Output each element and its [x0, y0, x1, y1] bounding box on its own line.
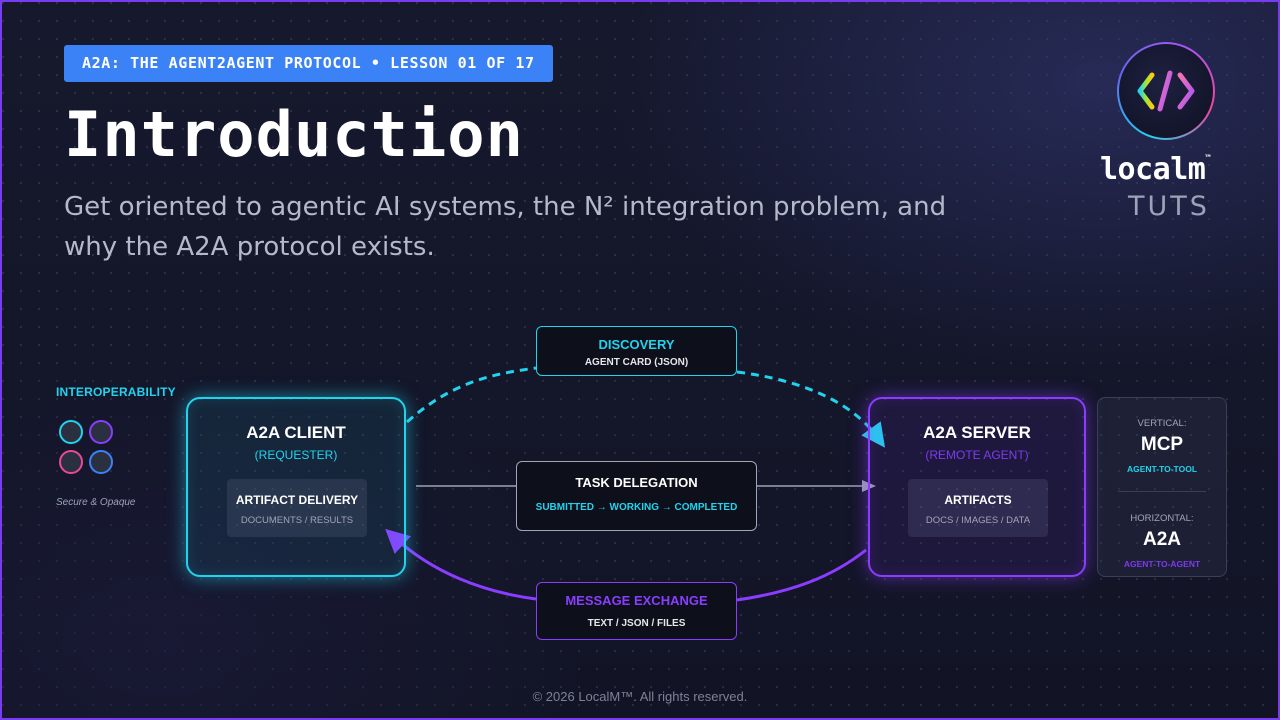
- discovery-pill: DISCOVERY AGENT CARD (JSON): [536, 326, 737, 376]
- message-arrow-left: [385, 528, 537, 601]
- protocol-comparison-panel: VERTICAL: MCP AGENT-TO-TOOL HORIZONTAL: …: [1097, 397, 1227, 577]
- artifact-delivery-card: ARTIFACT DELIVERY DOCUMENTS / RESULTS: [227, 479, 367, 537]
- horizontal-value: A2A: [1142, 529, 1181, 550]
- interop-label: INTEROPERABILITY: [56, 385, 176, 399]
- message-arrow-right: [736, 548, 867, 602]
- footer-copyright: © 2026 LocalM™. All rights reserved.: [532, 689, 748, 704]
- page-subtitle: Get oriented to agentic AI systems, the …: [64, 192, 947, 262]
- interop-caption: Secure & Opaque: [56, 497, 136, 508]
- brand-trademark: ™: [1205, 154, 1211, 164]
- brand-name: localm™: [1100, 152, 1240, 187]
- server-subtitle: (REMOTE AGENT): [925, 448, 1029, 462]
- artifacts-sub: DOCS / IMAGES / DATA: [925, 515, 1031, 526]
- discovery-sub: AGENT CARD (JSON): [584, 357, 689, 368]
- message-title: MESSAGE EXCHANGE: [565, 593, 708, 608]
- discovery-title: DISCOVERY: [598, 337, 675, 352]
- server-title: A2A SERVER: [923, 423, 1031, 442]
- panel-divider: [1118, 491, 1206, 492]
- brand-logo: [1117, 42, 1215, 140]
- a2a-server-box: A2A SERVER (REMOTE AGENT) ARTIFACTS DOCS…: [868, 397, 1086, 577]
- discovery-arrow: [406, 366, 537, 424]
- horizontal-sub: AGENT-TO-AGENT: [1123, 559, 1201, 569]
- artifacts-title: ARTIFACTS: [944, 493, 1012, 507]
- a2a-client-box: A2A CLIENT (REQUESTER) ARTIFACT DELIVERY…: [186, 397, 406, 577]
- task-sub: SUBMITTED → WORKING → COMPLETED: [535, 502, 738, 513]
- interop-dot-cyan: [59, 420, 83, 444]
- interop-dot-purple: [89, 420, 113, 444]
- message-sub: TEXT / JSON / FILES: [587, 618, 686, 629]
- code-brackets-icon: [1137, 70, 1195, 112]
- interop-dot-pink: [59, 450, 83, 474]
- artifact-delivery-title: ARTIFACT DELIVERY: [235, 493, 359, 507]
- vertical-sub: AGENT-TO-TOOL: [1126, 464, 1198, 474]
- task-delegation-pill: TASK DELEGATION SUBMITTED → WORKING → CO…: [516, 461, 757, 531]
- message-exchange-pill: MESSAGE EXCHANGE TEXT / JSON / FILES: [536, 582, 737, 640]
- task-title: TASK DELEGATION: [575, 475, 698, 490]
- horizontal-label: HORIZONTAL:: [1130, 513, 1194, 524]
- brand-tagline: TUTS: [1128, 191, 1210, 222]
- discovery-arrow-right: [736, 370, 886, 448]
- brand-name-text: localm: [1100, 152, 1206, 187]
- lesson-badge: A2A: THE AGENT2AGENT PROTOCOL • LESSON 0…: [64, 45, 553, 82]
- client-subtitle: (REQUESTER): [254, 448, 338, 462]
- client-title: A2A CLIENT: [246, 423, 346, 442]
- page-title: Introduction: [64, 98, 524, 171]
- artifact-delivery-sub: DOCUMENTS / RESULTS: [240, 515, 354, 526]
- vertical-value: MCP: [1140, 434, 1184, 455]
- vertical-label: VERTICAL:: [1137, 418, 1187, 429]
- interop-dot-blue: [89, 450, 113, 474]
- artifacts-card: ARTIFACTS DOCS / IMAGES / DATA: [908, 479, 1048, 537]
